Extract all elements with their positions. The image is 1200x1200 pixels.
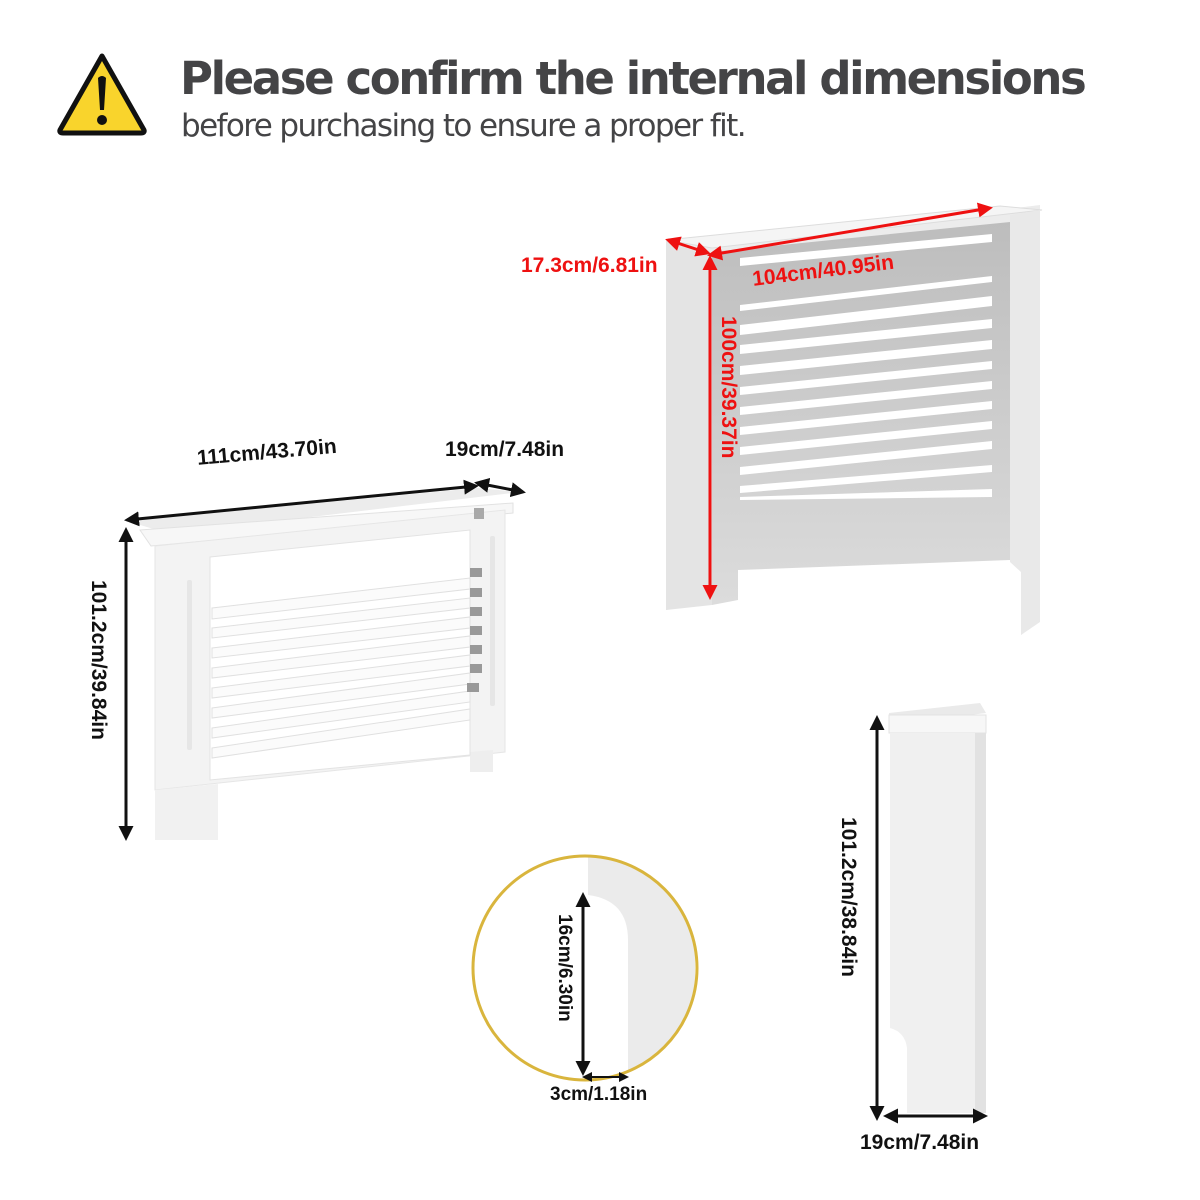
internal-depth-label: 17.3cm/6.81in <box>521 254 658 277</box>
front-view-cabinet <box>127 488 520 840</box>
header: Please confirm the internal dimensions b… <box>56 48 1156 148</box>
cutout-width-label: 3cm/1.18in <box>550 1084 648 1105</box>
page-subtitle: before purchasing to ensure a proper fit… <box>181 108 747 144</box>
side-view-cabinet <box>888 703 987 1113</box>
side-height-label: 101.2cm/38.84in <box>837 817 860 977</box>
internal-width-arrow <box>707 202 993 261</box>
side-depth-label: 19cm/7.48in <box>860 1131 980 1154</box>
internal-height-label: 100cm/39.37in <box>717 316 740 459</box>
front-height-label: 101.2cm/39.84in <box>87 580 110 740</box>
front-depth-arrow <box>474 477 526 498</box>
foot-cutout-detail <box>471 854 699 1082</box>
warning-triangle-icon <box>57 53 147 136</box>
front-width-arrow <box>124 479 479 527</box>
page-title: Please confirm the internal dimensions <box>180 52 1087 105</box>
cutout-height-label: 16cm/6.30in <box>554 914 575 1022</box>
front-depth-label: 19cm/7.48in <box>445 438 565 461</box>
internal-depth-arrow <box>665 236 711 257</box>
